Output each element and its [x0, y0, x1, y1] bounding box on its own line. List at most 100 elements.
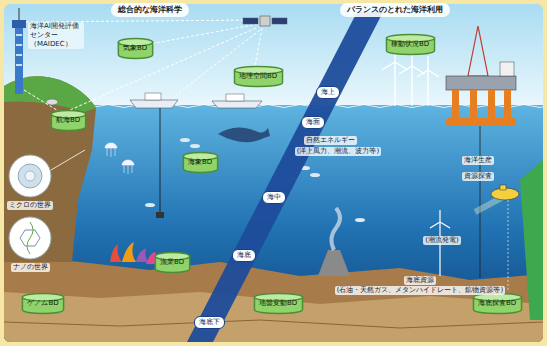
database-node: 気象BD: [118, 38, 153, 59]
micro-nano-circles: [9, 155, 51, 197]
node-text: バランスのとれた海洋利用: [340, 5, 450, 15]
tidal-turbine: [430, 222, 440, 228]
data-link: [24, 20, 262, 112]
database-node: ゲノムBD: [22, 293, 64, 314]
data-link: [508, 200, 509, 290]
sea-life: [218, 127, 270, 142]
sea-life: [105, 143, 117, 157]
oil-rig: [470, 90, 477, 118]
tidal-turbine: [439, 210, 440, 222]
tower: [12, 20, 26, 28]
coral: [110, 244, 122, 262]
database-node: 航海BD: [51, 110, 86, 131]
node-text: 海底下: [195, 318, 224, 327]
sea-life: [355, 218, 365, 222]
node-text: 地盤変動BD: [254, 299, 303, 308]
sea-life: [145, 203, 155, 207]
annotation-label: ミクロの世界: [7, 201, 53, 210]
oil-rig: [504, 90, 511, 118]
database-node: 地理空間BD: [234, 66, 283, 87]
database-cylinder: [118, 42, 152, 58]
annotation-label: (潮流発電): [423, 236, 460, 245]
coral: [122, 242, 136, 262]
submarine: [500, 185, 506, 190]
stratum-line: [4, 320, 543, 328]
node-text: 地理空間BD: [234, 72, 283, 81]
wind-turbine: [399, 66, 412, 74]
database-node: 漁業BD: [155, 252, 190, 273]
database-node: 稼動状況BD: [386, 34, 435, 55]
tidal-turbine: [439, 222, 440, 276]
wind-turbine: [428, 70, 439, 77]
ship: [226, 94, 244, 101]
ship: [130, 93, 262, 108]
node-text: 総合的な海洋科学: [111, 5, 189, 15]
depth-label: 海面: [301, 116, 325, 129]
data-link: [70, 28, 256, 110]
tower: [16, 54, 22, 56]
wind-turbine: [411, 66, 412, 106]
wind-turbine: [427, 56, 428, 70]
annotation-label: ナノの世界: [11, 263, 50, 272]
data-link: [24, 90, 60, 112]
sea-life: [105, 108, 365, 222]
annotation-label: 資源探査: [462, 172, 494, 181]
ship: [145, 93, 161, 100]
wind-turbine: [395, 62, 408, 70]
wind-turbine: [382, 46, 439, 106]
oil-rig: [452, 90, 459, 118]
node-text: 海面: [302, 118, 324, 127]
tower: [15, 24, 23, 94]
hydrothermal-vent: [318, 250, 350, 276]
depth-label: 海底: [232, 249, 256, 262]
annotation-label: 海底資源: [404, 276, 436, 285]
oil-rig: [488, 90, 495, 118]
oil-rig: [446, 118, 516, 126]
wind-turbine: [394, 62, 395, 106]
database-cylinder: [254, 297, 302, 313]
annotation-label: 海洋AI開発評価センター（MAIDEC）: [28, 22, 84, 49]
node-text: 海上: [317, 88, 339, 97]
depth-label: 海上: [316, 86, 340, 99]
micro-nano-circles: [25, 171, 35, 181]
annotation-label: (石油・天然ガス、メタンハイドレート、鉱物資源等): [335, 286, 505, 295]
node-text: 気象BD: [118, 44, 153, 53]
sea-life: [156, 212, 164, 218]
sea-life: [310, 173, 320, 177]
depth-label: 海中: [262, 191, 286, 204]
tidal-turbine: [440, 222, 450, 228]
micro-nano-circles: [27, 222, 33, 254]
database-cylinder: [386, 38, 434, 54]
coral: [110, 242, 158, 264]
node-text: 海底: [233, 251, 255, 260]
scene: [4, 4, 543, 342]
annotation-label: 海洋生産: [462, 156, 494, 165]
sea-farm: [520, 160, 543, 320]
micro-nano-circles: [9, 217, 51, 259]
database-cylinder: [22, 297, 63, 313]
wind-turbine: [382, 62, 395, 70]
database-cylinder: [155, 256, 189, 272]
satellite: [272, 18, 287, 24]
tower: [19, 8, 20, 20]
section-heading: バランスのとれた海洋利用: [340, 3, 450, 17]
submarine: [475, 185, 519, 212]
hydrothermal-vent: [318, 208, 350, 276]
ship: [212, 101, 262, 108]
annotation-label: (洋上風力、潮流、波力等): [295, 147, 381, 156]
node-text: 航海BD: [51, 116, 86, 125]
tower: [16, 64, 22, 66]
wind-turbine: [427, 70, 428, 106]
node-text: ゲノムBD: [22, 299, 64, 308]
satellite: [243, 16, 287, 26]
satellite: [260, 16, 270, 26]
database-node: 海底探査BD: [473, 293, 522, 314]
oil-rig: [446, 76, 516, 90]
oil-rig: [500, 62, 514, 76]
oil-rig: [480, 126, 481, 278]
micro-nano-circles: [51, 150, 85, 170]
micro-nano-circles: [18, 164, 42, 188]
database-node: 地盤変動BD: [254, 293, 303, 314]
